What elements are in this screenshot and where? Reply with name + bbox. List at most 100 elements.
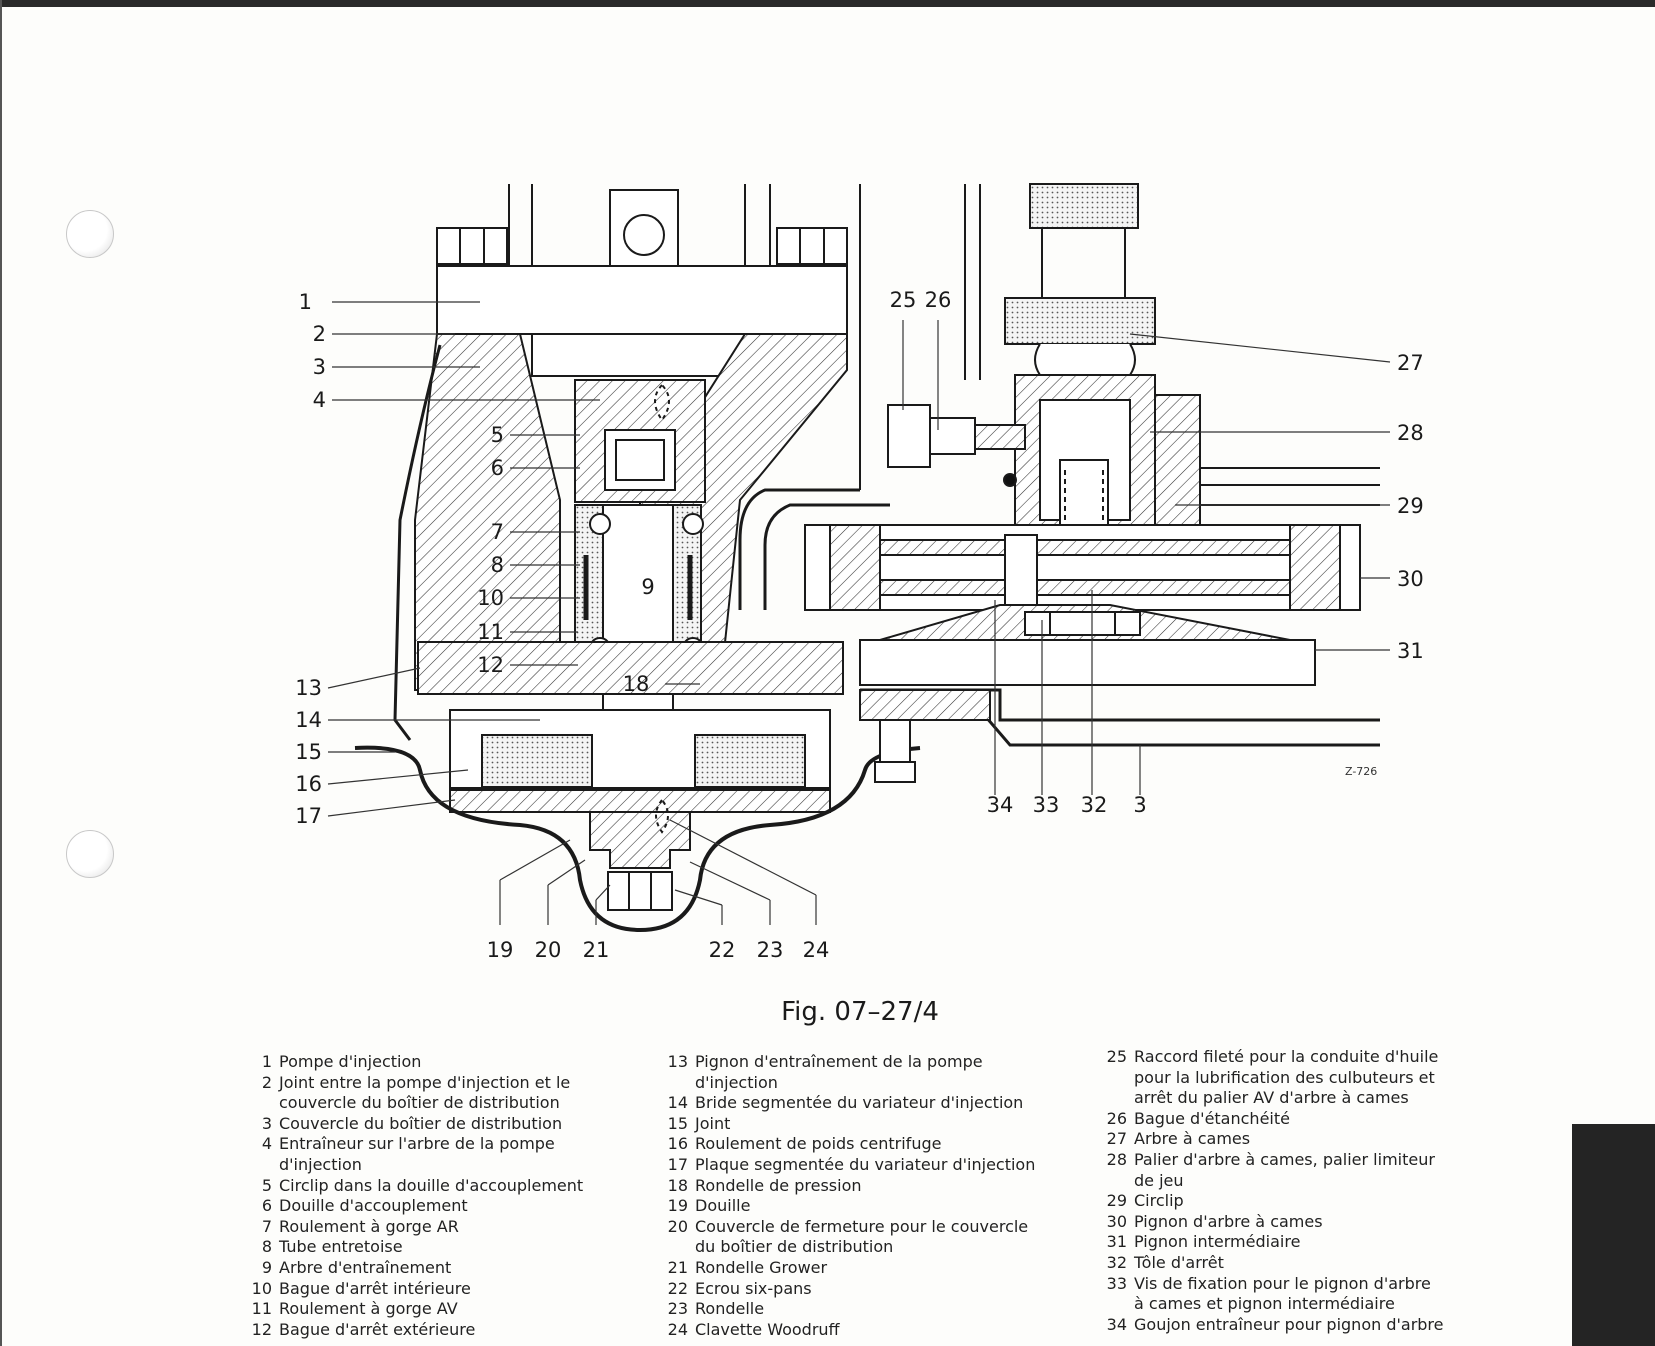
legend-item-text: d'injection [695,1072,778,1092]
callout-12: 12 [477,653,504,677]
callout-26: 26 [925,288,952,312]
callout-15: 15 [295,740,322,764]
legend-item-number [1105,1171,1127,1192]
legend-item-text: du boîtier de distribution [695,1237,894,1257]
legend-item-text: Bague d'étanchéité [1134,1108,1290,1128]
legend-item-number: 30 [1106,1211,1127,1231]
legend-item-text: Rondelle [695,1299,765,1319]
legend-item-text: Circlip [1134,1191,1184,1211]
legend-item-text: Plaque segmentée du variateur d'injectio… [695,1154,1036,1174]
legend-item-number: 11 [251,1299,272,1319]
callout-3-right: 3 [1133,793,1146,817]
legend-item-text: Roulement à gorge AR [279,1216,459,1236]
legend-item-text: Bague d'arrêt extérieure [279,1319,476,1339]
legend-item-number [1105,1088,1127,1109]
callout-20: 20 [535,938,562,962]
callout-28: 28 [1397,421,1424,445]
legend-item-text: couvercle du boîtier de distribution [279,1093,560,1113]
callout-29: 29 [1397,494,1424,518]
drawing-code: Z-726 [1345,765,1377,778]
legend-item-number: 27 [1106,1129,1127,1149]
legend-item-text: Joint entre la pompe d'injection et le [279,1072,571,1092]
legend-item-number: 21 [667,1257,688,1277]
legend-item-number: 5 [261,1175,272,1195]
legend-item-text: Goujon entraîneur pour pignon d'arbre [1134,1314,1444,1334]
legend-item-number: 12 [251,1319,272,1339]
legend-item-text: Rondelle de pression [695,1175,862,1195]
legend-item-text: Palier d'arbre à cames, palier limiteur [1134,1149,1435,1169]
legend-item-text: Couvercle du boîtier de distribution [279,1113,563,1133]
legend-item-text: Pignon d'entraînement de la pompe [695,1052,983,1071]
callout-3: 3 [313,355,326,379]
legend-item-number: 10 [251,1278,272,1298]
callout-6: 6 [491,456,504,480]
legend-item: arrêt du palier AV d'arbre à cames [1105,1088,1545,1109]
legend-item-text: Rondelle Grower [695,1257,828,1277]
legend-item-text: Bague d'arrêt intérieure [279,1278,471,1298]
callout-21: 21 [583,938,610,962]
legend-item: 12 Bague d'arrêt extérieure [250,1320,650,1341]
legend-item-text: de jeu [1134,1170,1184,1190]
callout-4: 4 [313,388,326,412]
legend-item-number: 34 [1106,1314,1127,1334]
callout-32: 32 [1081,793,1108,817]
legend-item-text: Couvercle de fermeture pour le couvercle [695,1216,1029,1236]
legend-item-text: Entraîneur sur l'arbre de la pompe [279,1134,555,1154]
legend-item-text: Douille d'accouplement [279,1196,468,1216]
legend-item: pour la lubrification des culbuteurs et [1105,1068,1545,1089]
legend-item-text: Douille [695,1196,751,1216]
legend-item-number [250,1093,272,1114]
legend-item-number: 32 [1106,1252,1127,1272]
legend-item: 5 Circlip dans la douille d'accouplement [250,1176,650,1197]
legend-item-text: Clavette Woodruff [695,1319,840,1339]
legend-item-number [250,1155,272,1176]
legend-item-text: Roulement à gorge AV [279,1299,458,1319]
legend-item-number: 1 [261,1052,272,1071]
legend-item: à cames et pignon intermédiaire [1105,1294,1545,1315]
legend-item-number [666,1073,688,1094]
legend-item-text: Roulement de poids centrifuge [695,1134,942,1154]
binder-punch-hole-top [66,210,114,258]
legend-item-text: Ecrou six-pans [695,1278,812,1298]
callout-33: 33 [1033,793,1060,817]
callout-2: 2 [313,322,326,346]
legend-item-text: Tube entretoise [279,1237,403,1257]
legend-item-text: Circlip dans la douille d'accouplement [279,1175,584,1195]
callout-25: 25 [890,288,917,312]
legend-item-text: Bride segmentée du variateur d'injection [695,1093,1024,1113]
callout-10: 10 [477,586,504,610]
legend-item: 34 Goujon entraîneur pour pignon d'arbre [1105,1315,1545,1336]
left-page-edge [0,0,2,1346]
legend-item-text: Vis de fixation pour le pignon d'arbre [1134,1273,1431,1293]
callout-31: 31 [1397,639,1424,663]
callout-24: 24 [803,938,830,962]
legend-item-number: 9 [261,1257,272,1277]
legend-item: du boîtier de distribution [666,1237,1096,1258]
legend-item: 10 Bague d'arrêt intérieure [250,1279,650,1300]
callout-34: 34 [987,793,1014,817]
injection-pump-assembly [354,184,921,933]
top-border-rule [0,0,1655,7]
legend-item-number: 7 [261,1216,272,1236]
legend-item: 11 Roulement à gorge AV [250,1299,650,1320]
